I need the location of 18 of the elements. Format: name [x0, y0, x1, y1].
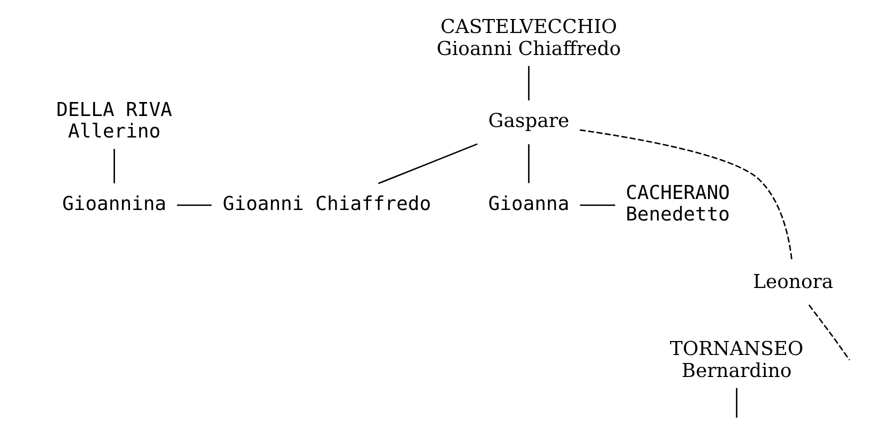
connector — [114, 148, 115, 184]
node-text: TORNANSEO Bernardino — [670, 337, 804, 382]
connector — [528, 144, 530, 184]
connector — [580, 204, 616, 206]
node-text: Leonora — [752, 270, 834, 293]
node-text: CACHERANO Benedetto — [626, 180, 730, 226]
connector — [378, 143, 478, 184]
connector — [177, 204, 212, 206]
node-text: CASTELVECCHIO Gioanni Chiaffredo — [436, 15, 621, 60]
connector — [808, 304, 850, 360]
node-text: Gioanna — [488, 192, 570, 215]
node-text: Gioanni Chiaffredo — [222, 192, 432, 215]
node-text: DELLA RIVA Allerino — [56, 98, 172, 143]
connector — [736, 388, 738, 418]
node-text: Gaspare — [488, 108, 570, 132]
connector — [528, 66, 530, 100]
connector — [580, 129, 793, 262]
node-text: Gioannina — [62, 192, 166, 215]
